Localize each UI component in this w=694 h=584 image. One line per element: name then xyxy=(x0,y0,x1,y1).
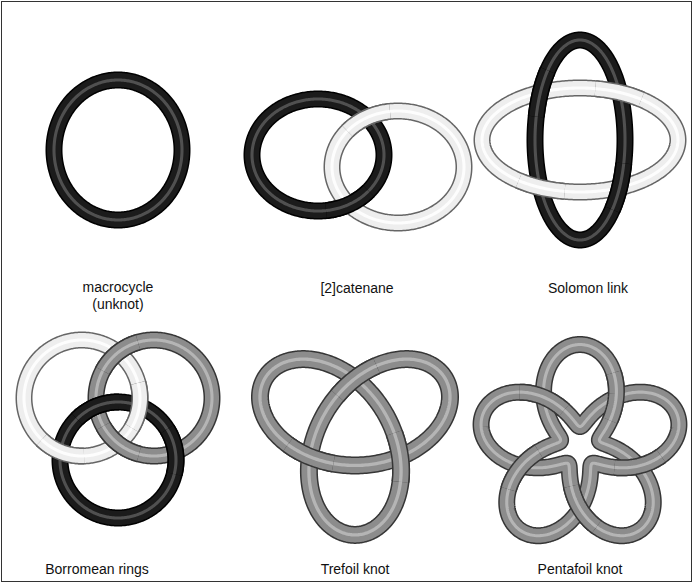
solomon-link-strand xyxy=(535,40,625,240)
trefoil-knot-crossing xyxy=(288,445,333,464)
borromean-rings-crossing xyxy=(103,426,139,454)
pentafoil-knot-crossing xyxy=(571,486,596,527)
figure-caption: Solomon link xyxy=(503,280,673,297)
pentafoil-knot-crossing xyxy=(520,392,564,410)
catenane-rings-crossing xyxy=(326,191,369,211)
macrocycle-ring-strand xyxy=(54,80,182,220)
catenane-rings xyxy=(252,99,464,223)
solomon-link-crossing xyxy=(536,70,547,116)
pentafoil-knot-crossing xyxy=(520,392,564,410)
figure-caption: macrocycle (unknot) xyxy=(70,279,166,313)
macrocycle-ring-strand xyxy=(54,80,182,220)
solomon-link-crossing xyxy=(519,181,565,192)
pentafoil-knot-crossing xyxy=(614,456,661,468)
solomon-link xyxy=(482,40,678,240)
borromean-rings-crossing xyxy=(42,440,84,456)
borromean-rings-crossing xyxy=(103,426,139,454)
figure-caption: Borromean rings xyxy=(12,561,182,578)
borromean-rings-crossing xyxy=(77,402,119,419)
pentafoil-knot-crossing xyxy=(509,452,539,490)
borromean-rings-crossing xyxy=(42,440,84,456)
solomon-link-strand xyxy=(482,88,678,192)
pentafoil-knot-crossing xyxy=(610,373,616,421)
borromean-rings-crossing xyxy=(77,402,119,419)
trefoil-knot-crossing xyxy=(288,445,333,464)
solomon-link-crossing xyxy=(595,89,641,100)
trefoil-knot-crossing xyxy=(394,433,401,482)
solomon-link-crossing xyxy=(595,89,641,100)
figure-caption: Pentafoil knot xyxy=(495,561,665,578)
trefoil-knot-crossing xyxy=(394,433,401,482)
borromean-rings-crossing xyxy=(167,429,176,474)
trefoil-knot-crossing xyxy=(288,445,333,464)
solomon-link-crossing xyxy=(519,181,565,192)
borromean-rings-crossing xyxy=(77,402,119,419)
solomon-link-crossing xyxy=(536,70,547,116)
pentafoil-knot-strand xyxy=(481,345,679,536)
solomon-link-crossing xyxy=(612,163,623,209)
trefoil-knot-strand xyxy=(260,359,450,535)
solomon-link-crossing xyxy=(519,181,565,192)
borromean-rings-crossing xyxy=(132,383,140,428)
borromean-rings-crossing xyxy=(167,429,176,474)
borromean-rings-crossing xyxy=(103,342,138,371)
borromean-rings-crossing xyxy=(132,383,140,428)
solomon-link-crossing xyxy=(612,163,623,209)
pentafoil-knot-crossing xyxy=(614,456,661,468)
catenane-rings-crossing xyxy=(347,111,390,131)
macrocycle-ring xyxy=(54,80,182,220)
borromean-rings-crossing xyxy=(167,429,176,474)
borromean-rings-crossing xyxy=(103,426,139,454)
borromean-rings-crossing xyxy=(103,342,138,371)
figure-caption: Trefoil knot xyxy=(270,561,440,578)
solomon-link-strand xyxy=(482,88,678,192)
pentafoil-knot xyxy=(481,345,679,536)
pentafoil-knot-strand xyxy=(481,345,679,536)
trefoil-knot-crossing xyxy=(337,366,376,396)
trefoil-knot-crossing xyxy=(337,366,376,396)
trefoil-knot-strand xyxy=(260,359,450,535)
pentafoil-knot-strand xyxy=(481,345,679,536)
borromean-rings xyxy=(24,340,212,518)
macrocycle-ring-strand xyxy=(54,80,182,220)
trefoil-knot-strand xyxy=(260,359,450,535)
pentafoil-knot-crossing xyxy=(509,452,539,490)
trefoil-knot xyxy=(260,359,450,535)
trefoil-knot-crossing xyxy=(394,433,401,482)
borromean-rings-crossing xyxy=(103,342,138,371)
solomon-link-crossing xyxy=(536,70,547,116)
catenane-rings-crossing xyxy=(326,191,369,211)
solomon-link-strand xyxy=(535,40,625,240)
catenane-rings-crossing xyxy=(347,111,390,131)
solomon-link-crossing xyxy=(595,89,641,100)
pentafoil-knot-crossing xyxy=(520,392,564,410)
pentafoil-knot-crossing xyxy=(571,486,596,527)
catenane-rings-crossing xyxy=(326,191,369,211)
pentafoil-knot-crossing xyxy=(614,456,661,468)
pentafoil-knot-crossing xyxy=(610,373,616,421)
pentafoil-knot-crossing xyxy=(509,452,539,490)
borromean-rings-crossing xyxy=(42,440,84,456)
pentafoil-knot-crossing xyxy=(610,373,616,421)
pentafoil-knot-crossing xyxy=(571,486,596,527)
trefoil-knot-crossing xyxy=(337,366,376,396)
catenane-rings-crossing xyxy=(347,111,390,131)
borromean-rings-crossing xyxy=(132,383,140,428)
figure-caption: [2]catenane xyxy=(272,280,442,297)
solomon-link-strand xyxy=(482,88,678,192)
solomon-link-strand xyxy=(535,40,625,240)
solomon-link-crossing xyxy=(612,163,623,209)
